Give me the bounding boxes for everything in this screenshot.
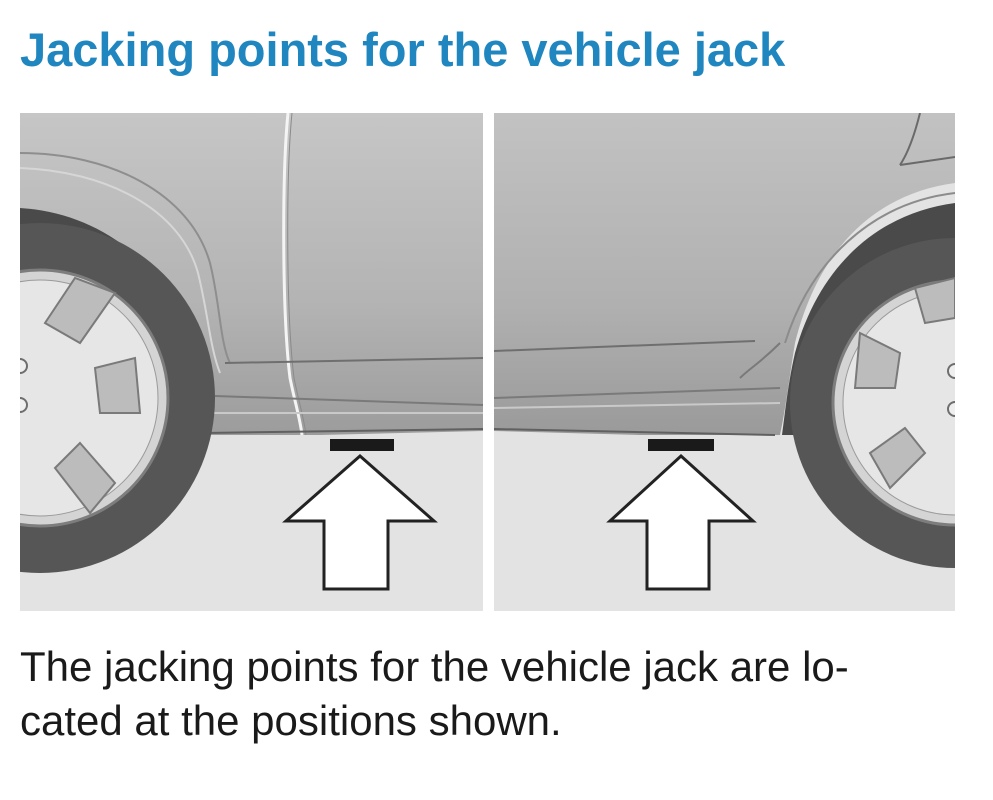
left-panel xyxy=(20,113,483,611)
jacking-points-illustration xyxy=(20,113,955,611)
body-paragraph: The jacking points for the vehicle jack … xyxy=(20,640,920,748)
up-arrow-icon xyxy=(606,453,757,591)
body-line: cated at the positions shown. xyxy=(20,697,562,744)
jack-pad xyxy=(330,439,394,451)
jack-pad xyxy=(648,439,714,451)
right-panel xyxy=(494,113,955,611)
up-arrow-icon xyxy=(282,454,438,591)
page-title: Jacking points for the vehicle jack xyxy=(20,23,786,76)
body-line: The jacking points for the vehicle jack … xyxy=(20,643,849,690)
